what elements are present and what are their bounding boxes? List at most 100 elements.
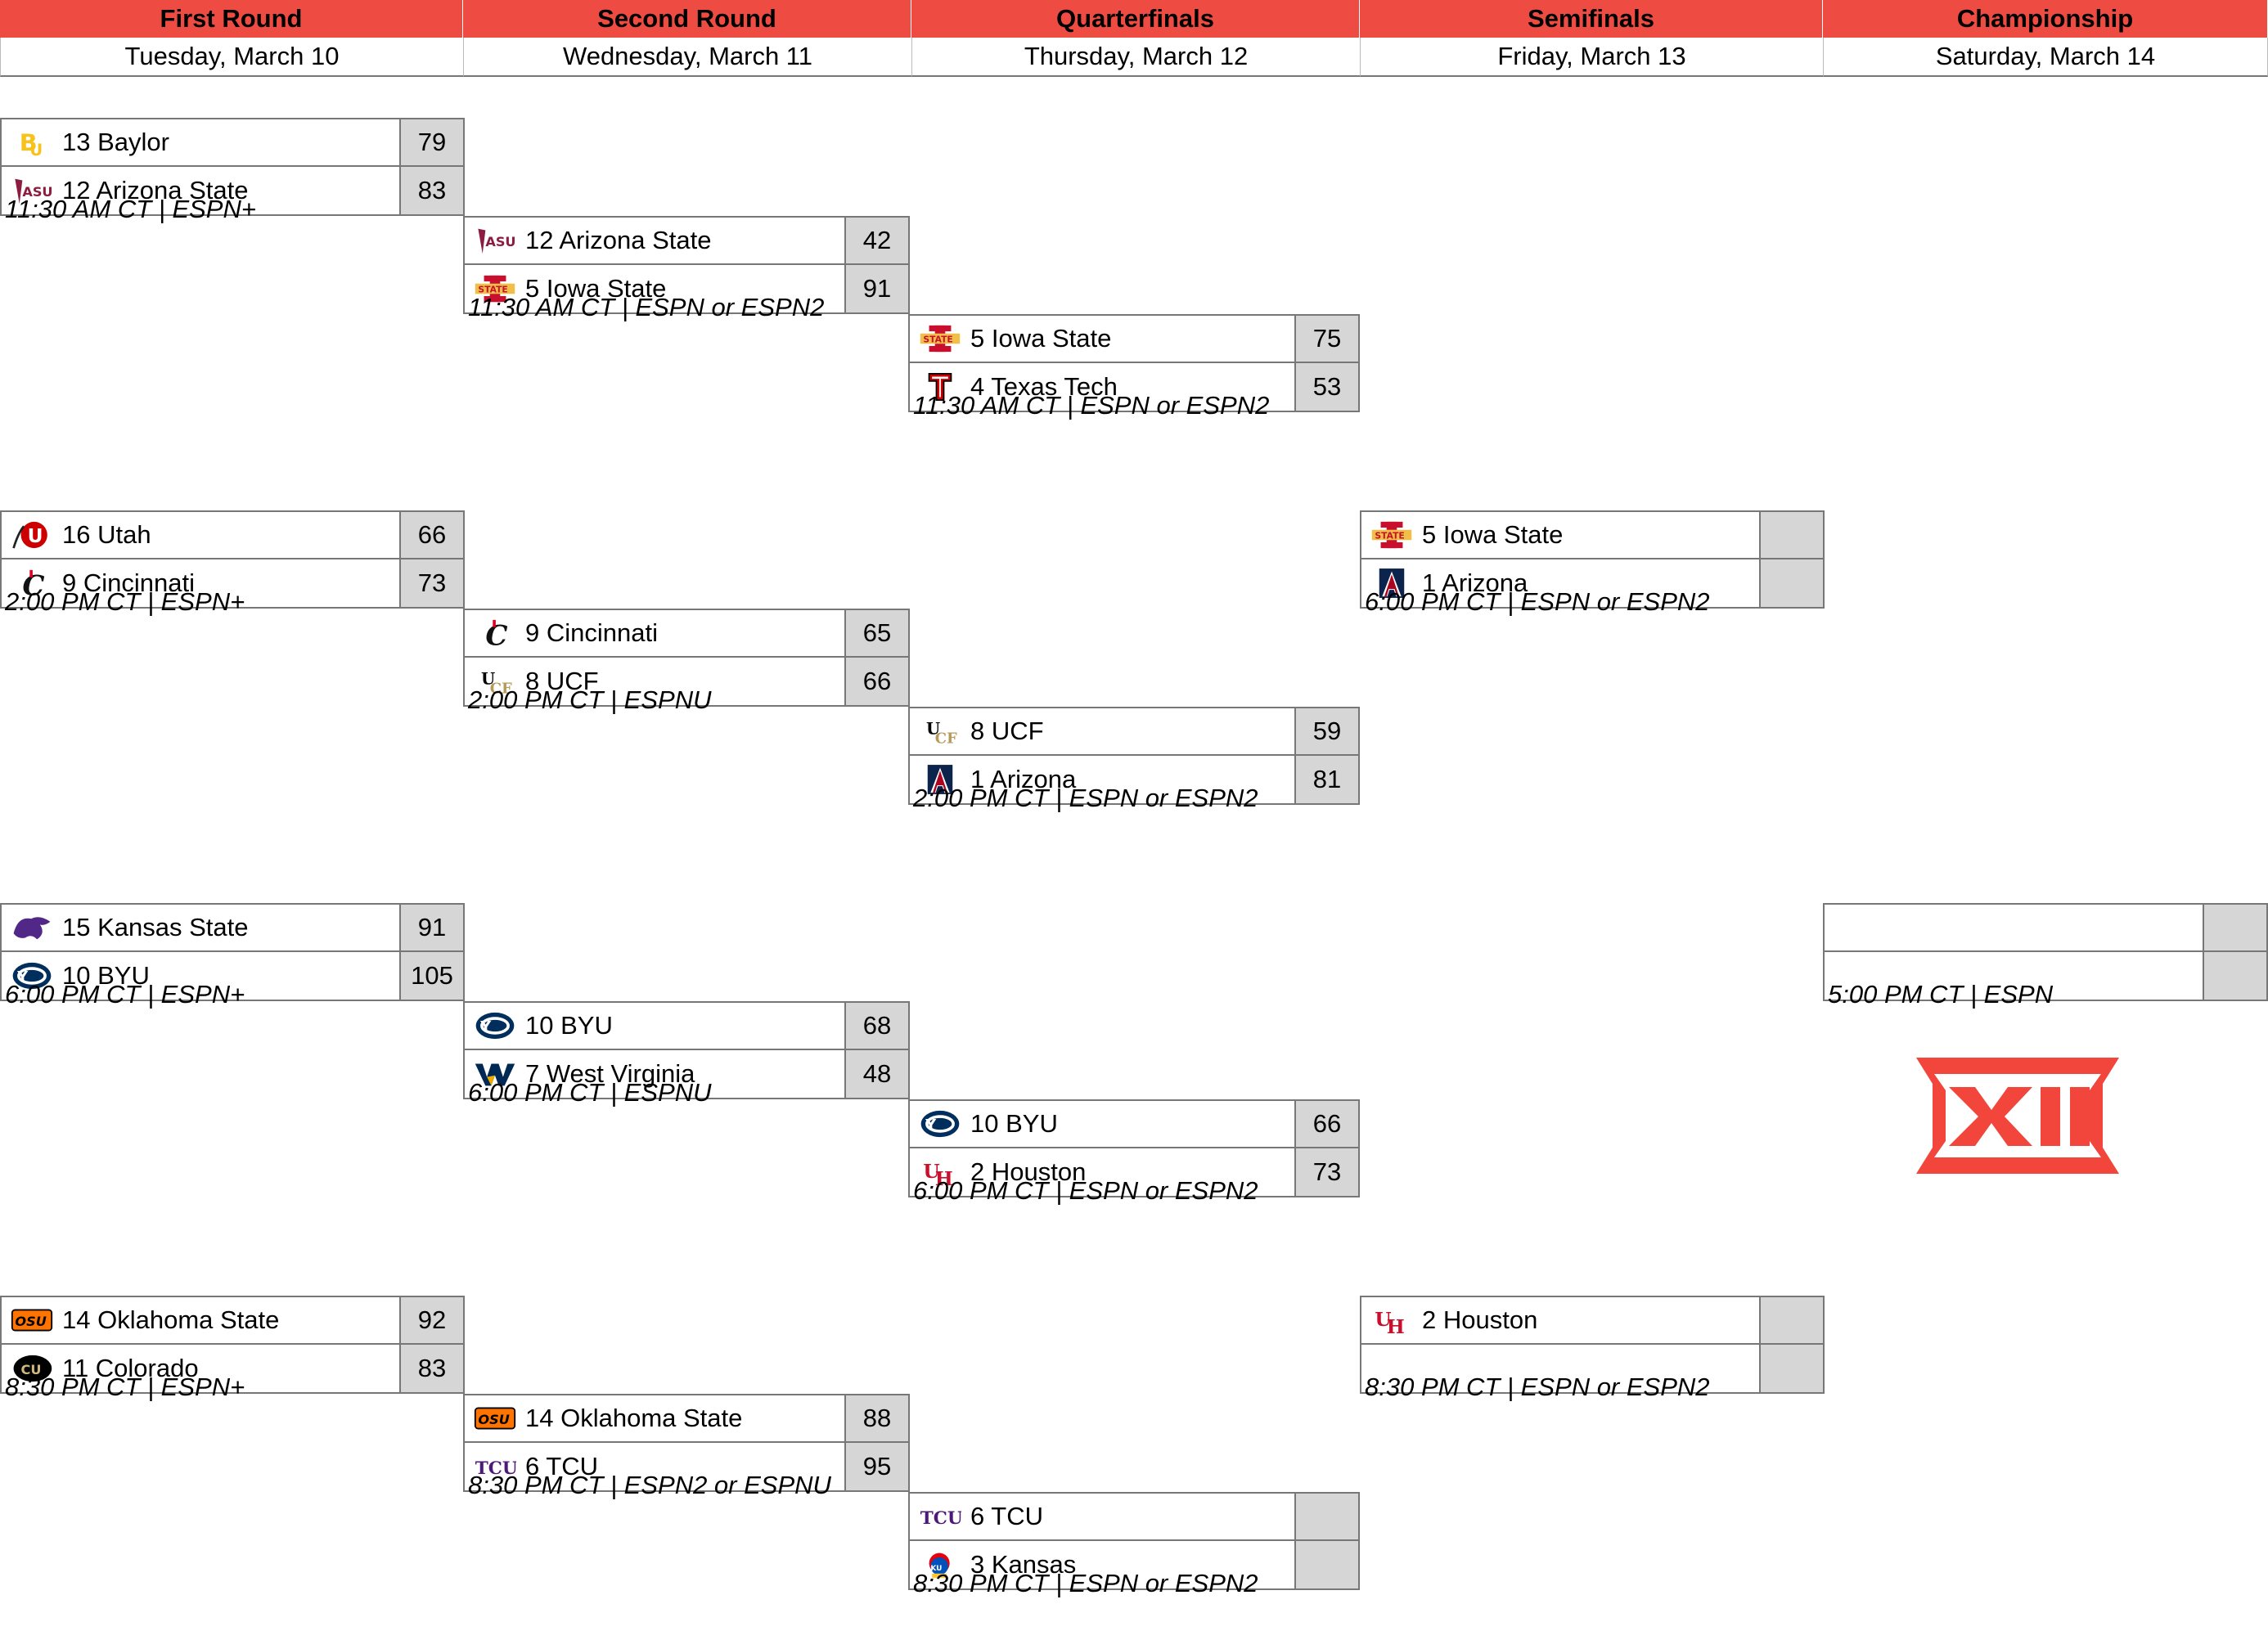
west-virginia-logo-icon: [471, 1056, 519, 1092]
svg-text:CF: CF: [935, 730, 957, 747]
team-label: 8 UCF: [525, 667, 599, 695]
team-label: 9 Cincinnati: [62, 568, 195, 597]
asu-logo-icon: ASU: [8, 173, 56, 209]
iowa-state-logo-icon: STATE: [1368, 517, 1415, 553]
team-label: 1 Arizona: [1422, 568, 1528, 597]
team-row-top[interactable]: [1823, 903, 2268, 952]
team-row-bottom[interactable]: 1 Arizona: [1360, 559, 1825, 609]
team-label: 10 BYU: [525, 1011, 613, 1040]
round-date-championship: Saturday, March 14: [1823, 38, 2268, 77]
svg-text:OSU: OSU: [15, 1314, 46, 1329]
team-score: [1294, 1541, 1358, 1588]
svg-text:CU: CU: [21, 1362, 42, 1377]
team-row-bottom[interactable]: [1823, 952, 2268, 1001]
texas-tech-logo-icon: [916, 369, 964, 405]
team-label: 10 BYU: [62, 961, 150, 990]
team-label: 6 TCU: [525, 1452, 599, 1480]
team-score: 75: [1294, 316, 1358, 362]
svg-text:OSU: OSU: [478, 1412, 509, 1427]
team-row-top[interactable]: STATE 5 Iowa State 75: [908, 314, 1360, 363]
svg-text:H: H: [935, 1168, 953, 1188]
game-time: 6:00 PM CT | ESPN+: [5, 980, 245, 1009]
game-time: 6:00 PM CT | ESPN or ESPN2: [1365, 587, 1710, 616]
iowa-state-logo-icon: STATE: [916, 321, 964, 357]
svg-text:STATE: STATE: [923, 334, 952, 344]
svg-text:C: C: [485, 619, 507, 649]
svg-text:U: U: [29, 141, 43, 159]
arizona-logo-icon: [1368, 565, 1415, 601]
game-time: 11:30 AM CT | ESPN+: [5, 195, 256, 223]
team-name: 1 Arizona: [1361, 559, 1528, 607]
team-score: [1294, 1494, 1358, 1539]
team-name: 15 Kansas State: [2, 905, 249, 950]
round-header-semifinals: Semifinals: [1360, 0, 1823, 38]
team-score: 81: [1294, 756, 1358, 803]
game-time: 2:00 PM CT | ESPNU: [468, 685, 712, 714]
kansas-state-logo-icon: [8, 910, 56, 946]
svg-text:ASU: ASU: [22, 184, 52, 200]
team-score: 92: [399, 1297, 463, 1343]
game-time: 8:30 PM CT | ESPN+: [5, 1373, 245, 1401]
cincinnati-logo-icon: C: [8, 565, 56, 601]
team-score: 73: [1294, 1148, 1358, 1196]
team-label: 13 Baylor: [62, 128, 169, 156]
svg-text:TCU: TCU: [475, 1458, 516, 1479]
team-label: 5 Iowa State: [970, 324, 1112, 353]
team-row-bottom[interactable]: [1360, 1345, 1825, 1394]
svg-text:U: U: [926, 719, 940, 739]
tcu-logo-icon: TCU: [471, 1449, 519, 1485]
team-name: STATE 5 Iowa State: [910, 316, 1111, 362]
team-label: 2 Houston: [970, 1157, 1087, 1186]
team-label: 12 Arizona State: [525, 226, 712, 254]
team-label: 16 Utah: [62, 520, 151, 549]
team-score: 83: [399, 1345, 463, 1392]
big12-logo-icon: [1910, 1051, 2126, 1180]
team-score: 91: [399, 905, 463, 950]
team-row-top[interactable]: 15 Kansas State 91: [0, 903, 465, 952]
team-score: 91: [844, 265, 908, 312]
team-label: 6 TCU: [970, 1502, 1044, 1530]
iowa-state-logo-icon: STATE: [471, 271, 519, 307]
